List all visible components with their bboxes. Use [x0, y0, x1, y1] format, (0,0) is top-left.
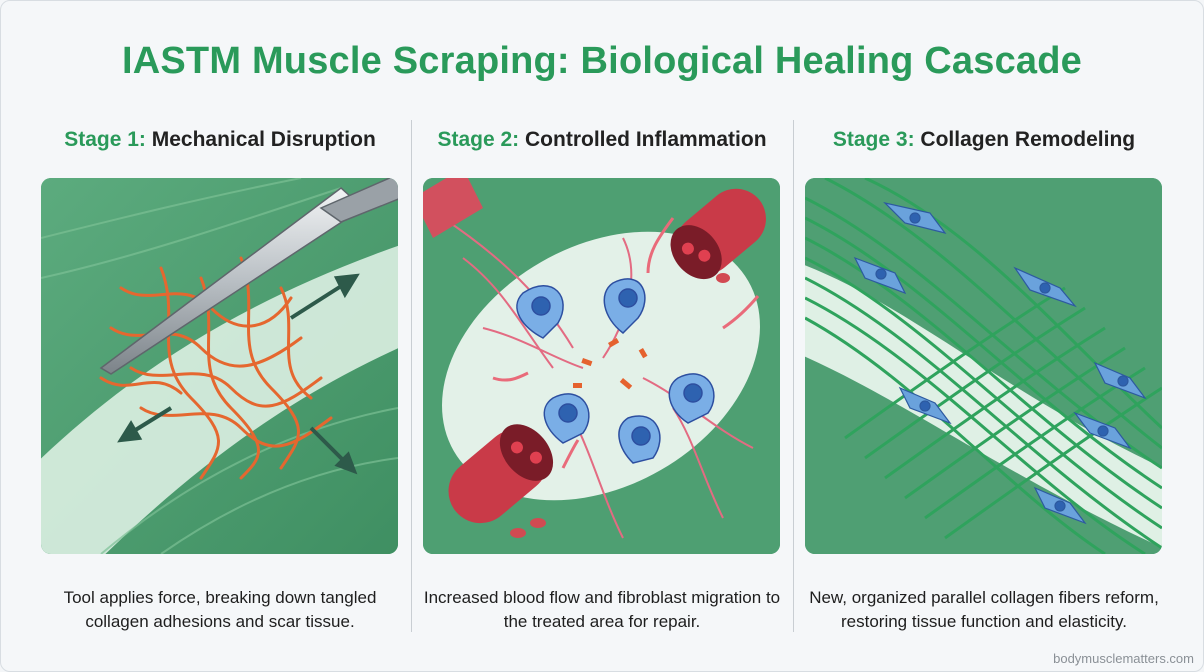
stage-2-number: Stage 2: [437, 128, 520, 151]
column-divider [793, 120, 794, 632]
stage-3-name: Collagen Remodeling [920, 128, 1136, 151]
stage-2-name: Controlled Inflammation [525, 128, 767, 151]
stage-1-number: Stage 1: [64, 128, 146, 151]
stage-3-illustration [805, 178, 1162, 554]
stage-3-caption: New, organized parallel collagen fibers … [809, 588, 1159, 631]
stage-2-column: Stage 2: Controlled Inflammation [412, 120, 792, 631]
stage-3-number: Stage 3: [832, 128, 915, 151]
stage-1-column: Stage 1: Mechanical Disruption [30, 120, 410, 631]
stage-2-heading: Stage 2: Controlled Inflammation [412, 120, 792, 160]
column-divider [411, 120, 412, 632]
stage-1-heading: Stage 1: Mechanical Disruption [30, 120, 410, 160]
site-credit: bodymusclematters.com [1053, 651, 1194, 666]
stage-2-illustration [423, 178, 780, 554]
stage-1-illustration [41, 178, 398, 554]
stage-1-caption: Tool applies force, breaking down tangle… [63, 588, 377, 631]
stage-3-heading: Stage 3: Collagen Remodeling [794, 120, 1174, 160]
page-title: IASTM Muscle Scraping: Biological Healin… [121, 40, 1083, 82]
stage-2-caption: Increased blood flow and fibroblast migr… [423, 588, 781, 631]
stage-1-name: Mechanical Disruption [151, 128, 376, 151]
stage-3-column: Stage 3: Collagen Remodeling [794, 120, 1174, 631]
